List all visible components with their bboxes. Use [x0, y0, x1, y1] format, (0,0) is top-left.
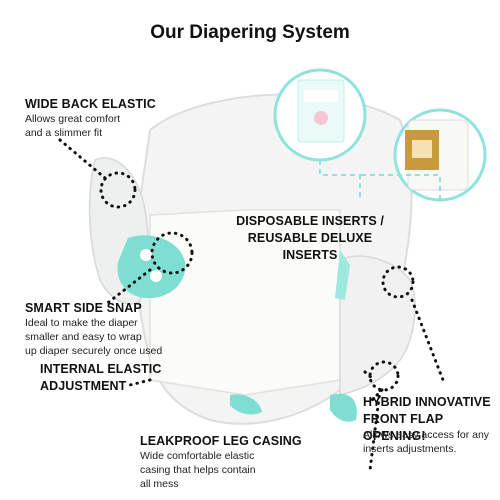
callout-lines — [58, 138, 445, 472]
page-title: Our Diapering System — [150, 22, 350, 43]
deluxe-insert-image — [393, 108, 487, 202]
leg-casing-desc: Wide comfortable elastic casing that hel… — [140, 450, 256, 490]
disposable-insert-pack-image — [273, 68, 367, 162]
hybrid-desc: Allows easy access for any inserts adjus… — [363, 429, 490, 455]
back-elastic-heading: WIDE BACK ELASTIC — [25, 97, 156, 111]
side-snap-heading: SMART SIDE SNAP — [25, 301, 142, 315]
hybrid-heading: HYBRID INNOVATIVE FRONT FLAP OPENING! — [363, 395, 491, 443]
inserts-heading: DISPOSABLE INSERTS / REUSABLE DELUXE INS… — [236, 214, 384, 262]
back-elastic-desc: Allows great comfort and a slimmer fit — [25, 113, 121, 139]
leg-casing-heading: LEAKPROOF LEG CASING — [140, 434, 302, 448]
insert-connector-lines — [319, 160, 441, 200]
internal-elastic-heading: INTERNAL ELASTIC ADJUSTMENT — [40, 362, 162, 393]
diaper-image — [88, 93, 416, 425]
side-snap-desc: Ideal to make the diaper smaller and eas… — [25, 317, 163, 357]
